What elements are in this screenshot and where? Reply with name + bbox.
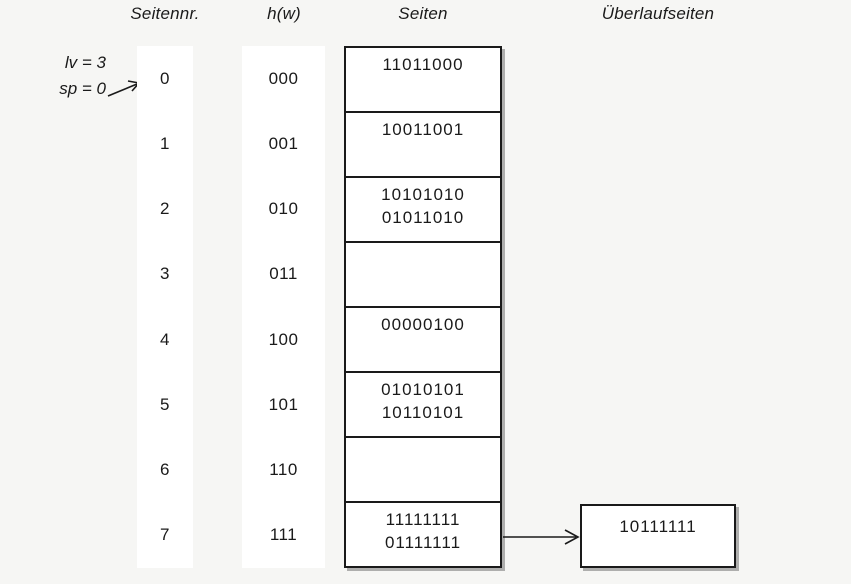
page-number-column: 0 1 2 3 4 5 6 7	[137, 46, 193, 568]
column-header-ueberlaufseiten: Überlaufseiten	[601, 4, 715, 23]
page-entry	[346, 248, 500, 271]
overflow-page-box: 10111111	[580, 504, 736, 568]
hash-value: 001	[268, 133, 299, 153]
page-entry: 10110101	[381, 403, 465, 422]
hash-value: 111	[269, 525, 298, 545]
page-number: 3	[160, 264, 170, 284]
hash-value: 110	[269, 460, 298, 480]
page-entry: 00000100	[381, 315, 465, 334]
page-entry	[346, 76, 500, 99]
level-value: lv = 3	[64, 53, 106, 72]
page-number: 2	[160, 199, 170, 219]
page-entry	[346, 336, 500, 359]
page-cell-3	[346, 241, 500, 306]
page-cell-4: 00000100	[346, 306, 500, 371]
hash-value: 000	[268, 68, 299, 88]
page-cell-6	[346, 436, 500, 501]
page-entry: 01111111	[384, 533, 462, 552]
page-entry: 01010101	[381, 380, 465, 399]
page-number: 6	[160, 460, 170, 480]
page-entry	[346, 466, 500, 489]
pages-box: 11011000 10011001 10101010 01011010 0000…	[344, 46, 502, 568]
page-number: 1	[160, 133, 170, 153]
page-entry: 01011010	[381, 208, 465, 227]
overflow-arrow-icon	[503, 529, 580, 545]
page-cell-2: 10101010 01011010	[346, 176, 500, 241]
page-number: 0	[160, 68, 170, 88]
page-entry: 10011001	[381, 120, 465, 139]
level-split-annotation: lv = 3 sp = 0	[22, 50, 106, 102]
hash-value: 010	[268, 199, 299, 219]
page-entry	[346, 443, 500, 466]
page-cell-5: 01010101 10110101	[346, 371, 500, 436]
page-entry: 10101010	[381, 185, 465, 204]
column-header-seiten: Seiten	[398, 4, 448, 23]
hash-value: 100	[268, 329, 299, 349]
page-entry: 11011000	[382, 55, 464, 74]
hash-value-column: 000 001 010 011 100 101 110 111	[242, 46, 325, 568]
page-entry	[346, 141, 500, 164]
column-header-hw: h(w)	[267, 4, 301, 23]
page-number: 5	[160, 394, 170, 414]
page-entry	[346, 271, 500, 294]
column-header-seitennr: Seitennr.	[130, 4, 200, 23]
hash-value: 101	[268, 394, 299, 414]
page-cell-0: 11011000	[346, 48, 500, 111]
page-cell-1: 10011001	[346, 111, 500, 176]
hash-value: 011	[269, 264, 298, 284]
page-entry: 11111111	[385, 510, 461, 529]
overflow-entry: 10111111	[619, 517, 697, 536]
page-number: 4	[160, 329, 170, 349]
page-number: 7	[160, 525, 170, 545]
page-cell-7: 11111111 01111111	[346, 501, 500, 566]
split-pointer-value: sp = 0	[59, 79, 106, 98]
